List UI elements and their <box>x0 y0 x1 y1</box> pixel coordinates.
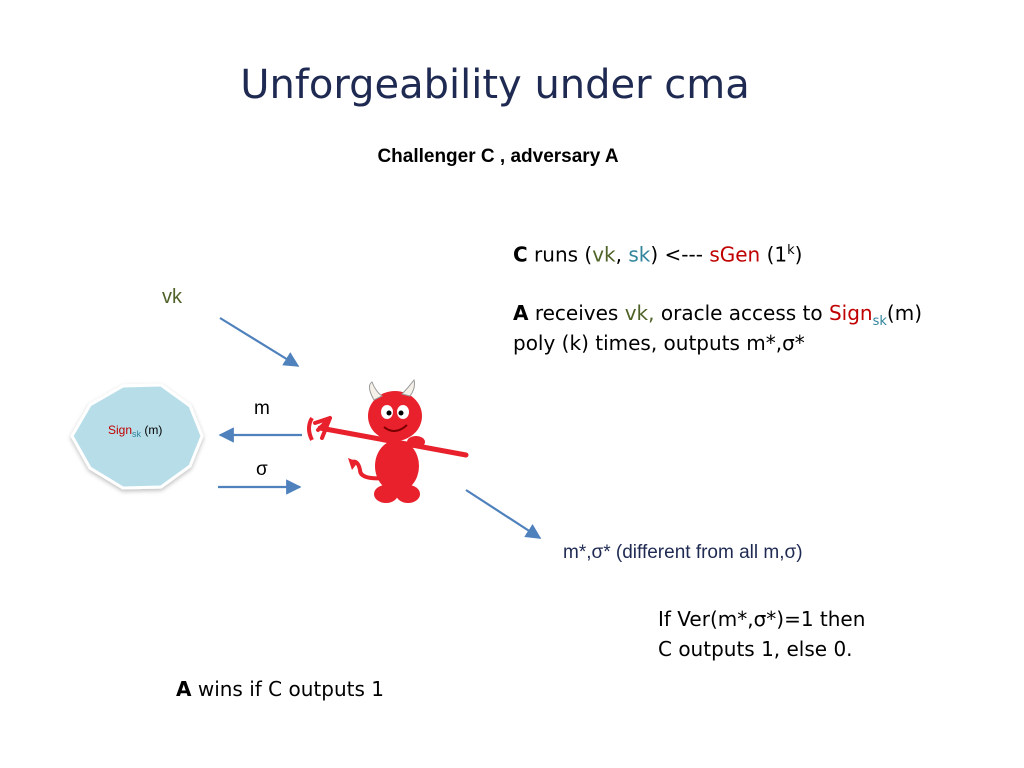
verify-line-1: If Ver(m*,σ*)=1 then <box>658 607 866 631</box>
m-label: m <box>254 398 270 419</box>
slide-title: Unforgeability under cma <box>240 62 750 108</box>
sgen-text: sGen <box>709 242 761 267</box>
challenger-c: C <box>513 242 528 267</box>
vk-arrow <box>219 317 300 367</box>
adversary-line-2: poly (k) times, outputs m*,σ* <box>513 331 805 355</box>
vk-label: vk <box>162 286 183 308</box>
slide-subtitle: Challenger C , adversary A <box>377 146 619 167</box>
adversary-a: A <box>513 301 529 325</box>
forgery-label: m*,σ* (different from all m,σ) <box>563 542 803 563</box>
sigma-label: σ <box>256 459 268 480</box>
devil-icon <box>307 378 469 503</box>
vk-text: vk <box>592 242 616 267</box>
verify-line-2: C outputs 1, else 0. <box>658 637 853 661</box>
sign-text: Sign <box>828 301 873 325</box>
oracle-label: Signsk (m) <box>108 423 162 439</box>
setup-line: C runs (vk, sk) <--- sGen (1k) <box>513 242 803 267</box>
sk-text: sk <box>628 242 651 267</box>
win-condition: A wins if C outputs 1 <box>176 677 384 701</box>
oracle-decagon <box>70 383 204 490</box>
forgery-arrow <box>465 489 542 539</box>
adversary-line: A receives vk, oracle access to Signsk(m… <box>513 301 923 329</box>
